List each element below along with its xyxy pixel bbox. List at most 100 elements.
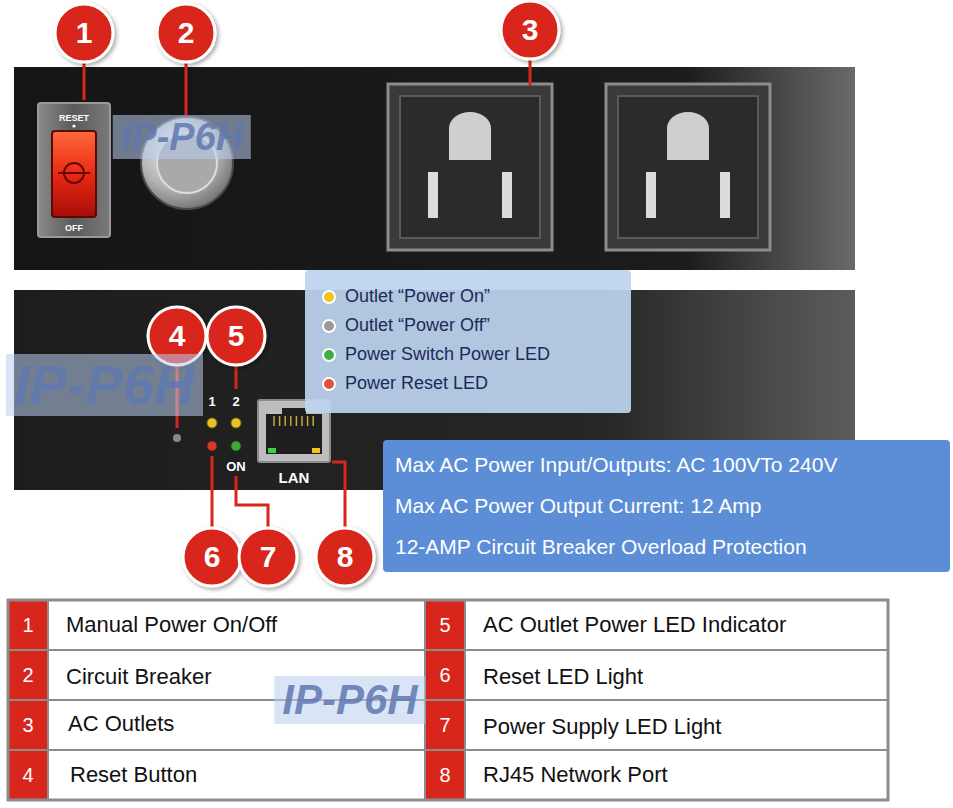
- table-cell: Manual Power On/Off: [66, 614, 277, 636]
- port-pin: [301, 416, 303, 426]
- led-number: 1: [208, 395, 215, 408]
- callout-circle: [207, 307, 265, 365]
- legend-swatch: [322, 319, 336, 333]
- table-number: 2: [22, 665, 33, 685]
- outlet-frame: [388, 84, 552, 250]
- callout-circle: [157, 4, 215, 62]
- drawing-part: [529, 60, 532, 86]
- led-number: 2: [232, 395, 239, 408]
- table-rule: [8, 649, 888, 651]
- outlet-slot: [502, 172, 512, 218]
- outlet-slot: [646, 172, 656, 218]
- drawing-part: [185, 63, 188, 115]
- callout-number: 5: [228, 321, 245, 351]
- switch-plate: [38, 103, 110, 237]
- table-cell: AC Outlet Power LED Indicator: [483, 614, 786, 636]
- outlet-slot: [428, 172, 438, 218]
- table-cell: Reset LED Light: [483, 666, 643, 688]
- legend-swatch: [322, 377, 336, 391]
- port-led: [312, 448, 320, 453]
- ground-hole: [667, 112, 709, 160]
- table-number-cell: [8, 700, 48, 750]
- drawing-part: [388, 84, 770, 250]
- table-rule: [8, 749, 888, 751]
- watermark: IP-P6H: [6, 354, 203, 416]
- legend-entry: Outlet “Power Off”: [322, 315, 490, 336]
- table-number: 7: [439, 715, 450, 735]
- table-number-cell: [8, 750, 48, 800]
- port-pin: [279, 416, 281, 426]
- callout-number: 1: [76, 18, 93, 48]
- callout-number: 8: [337, 542, 354, 572]
- table-cell: Circuit Breaker: [66, 666, 211, 688]
- table-rule: [464, 600, 466, 800]
- switch-dot: [72, 124, 75, 127]
- led: [231, 441, 241, 451]
- table-rule: [47, 600, 49, 800]
- callout-number: 2: [178, 18, 195, 48]
- spec-text: 12-AMP Circuit Breaker Overload Protecti…: [395, 534, 938, 559]
- reset-button: [173, 434, 181, 442]
- outlet-face: [400, 96, 540, 238]
- spec-box: Max AC Power Input/Outputs: AC 100VTo 24…: [383, 440, 950, 572]
- table-number: 6: [439, 665, 450, 685]
- legend-swatch: [322, 290, 336, 304]
- port-pin: [296, 416, 298, 426]
- callout-circle: [239, 528, 297, 586]
- callout-circle: [501, 1, 559, 59]
- legend-entry: Outlet “Power On”: [322, 286, 490, 307]
- legend-text: Outlet “Power On”: [345, 286, 490, 307]
- watermark: IP-P6H: [113, 115, 251, 159]
- switch-text: OFF: [65, 224, 83, 233]
- table-rule: [8, 699, 888, 701]
- legend-entry: Power Switch Power LED: [322, 344, 550, 365]
- rj45-opening: [266, 408, 322, 454]
- drawing-part: [83, 63, 86, 100]
- table-number: 3: [22, 715, 33, 735]
- callout-circle: [183, 528, 241, 586]
- outlet-frame: [606, 84, 770, 250]
- table-number-cell: [425, 750, 465, 800]
- switch-text: RESET: [59, 114, 89, 123]
- led: [231, 418, 241, 428]
- ac-outlet: [388, 84, 552, 250]
- switch-symbol: [58, 172, 90, 174]
- table-number: 5: [439, 615, 450, 635]
- drawing-part: [235, 366, 238, 389]
- drawing-part: [332, 462, 345, 527]
- table-number: 4: [22, 765, 33, 785]
- ground-hole: [449, 112, 491, 160]
- port-pin: [273, 416, 275, 426]
- spec-text: Max AC Power Output Current: 12 Amp: [395, 493, 938, 518]
- table-cell: AC Outlets: [68, 713, 174, 735]
- watermark: IP-P6H: [274, 676, 425, 724]
- legend-text: Outlet “Power Off”: [345, 315, 490, 336]
- table-cell: Power Supply LED Light: [483, 716, 721, 738]
- led: [207, 441, 217, 451]
- port-pin: [290, 416, 292, 426]
- table-cell: RJ45 Network Port: [483, 764, 668, 786]
- callout-circle: [55, 4, 113, 62]
- callout-number: 6: [204, 542, 221, 572]
- legend-box: [305, 270, 631, 413]
- outlet-face: [618, 96, 758, 238]
- callout-circle: [316, 528, 374, 586]
- callout-number: 7: [260, 542, 277, 572]
- table-border: [8, 600, 888, 800]
- rocker-switch: [52, 131, 96, 217]
- top-panel: [14, 67, 855, 270]
- callout-number: 4: [169, 321, 186, 351]
- outlet-slot: [720, 172, 730, 218]
- port-pin: [307, 416, 309, 426]
- port-led: [268, 448, 276, 453]
- table-number-cell: [8, 600, 48, 650]
- table-number: 1: [22, 615, 33, 635]
- legend-text: Power Reset LED: [345, 373, 488, 394]
- table-number-cell: [8, 650, 48, 700]
- led: [207, 418, 217, 428]
- table-number-cell: [425, 600, 465, 650]
- drawing-part: [274, 416, 313, 426]
- spec-text: Max AC Power Input/Outputs: AC 100VTo 24…: [395, 452, 938, 477]
- drawing-part: [211, 456, 214, 527]
- led-label: ON: [226, 460, 246, 473]
